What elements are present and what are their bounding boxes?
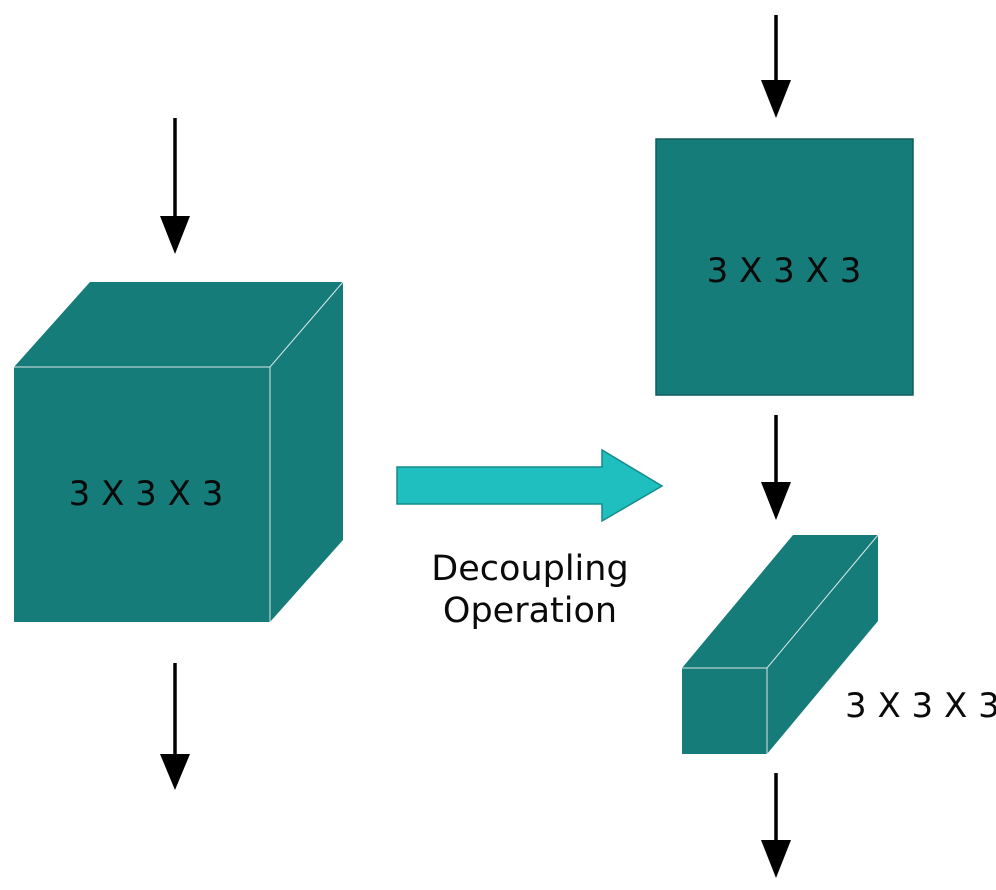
right-top-square: 3 X 3 X 3 xyxy=(655,138,914,396)
middle-connector-arrow xyxy=(761,415,791,520)
right-arrow-icon xyxy=(396,448,664,523)
left-cube-side-face xyxy=(270,282,343,622)
right-output-arrow xyxy=(761,773,791,878)
right-top-input-arrow xyxy=(761,15,791,118)
right-top-square-label: 3 X 3 X 3 xyxy=(707,251,862,291)
left-cube-front-face xyxy=(14,367,270,622)
right-box-side-face xyxy=(767,535,878,754)
left-cube-label: 3 X 3 X 3 xyxy=(69,474,224,514)
right-bottom-box xyxy=(682,534,879,754)
right-bottom-box-label: 3 X 3 X 3 xyxy=(845,686,996,726)
left-cube: 3 X 3 X 3 xyxy=(14,281,344,622)
right-box-top-face xyxy=(682,535,878,668)
operation-label-line1: Decoupling xyxy=(431,549,628,589)
left-output-arrow xyxy=(160,663,190,790)
left-input-arrow xyxy=(160,118,190,254)
left-cube-top-face xyxy=(14,282,343,367)
operation-label-line2: Operation xyxy=(443,591,617,631)
right-box-front-face xyxy=(682,668,767,754)
